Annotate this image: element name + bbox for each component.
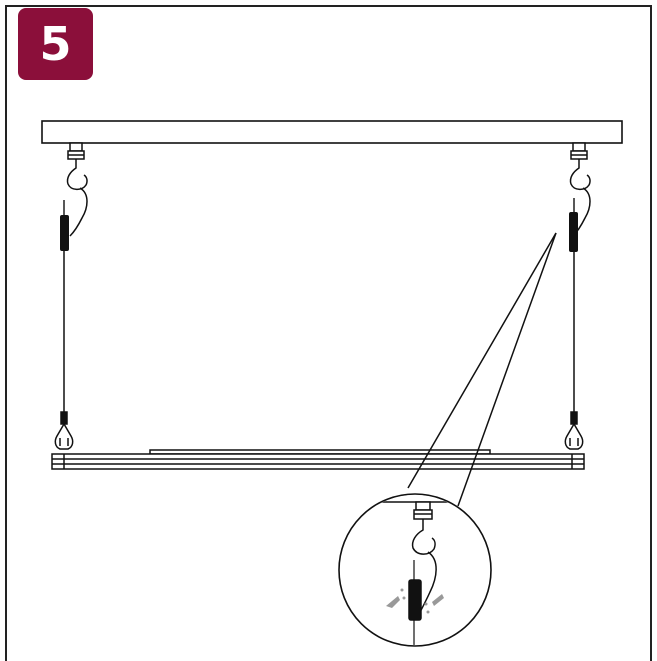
ceiling-beam-icon	[41, 120, 623, 144]
left-cable-clamp-icon	[60, 200, 69, 251]
screen-housing-icon	[51, 449, 585, 470]
squeeze-arrows-icon	[386, 588, 444, 614]
right-carabiner-icon	[564, 411, 584, 450]
page-frame	[5, 5, 652, 661]
left-ceiling-hook-icon	[66, 142, 88, 237]
right-cable-clamp-icon	[569, 198, 578, 252]
detail-callout-lines	[407, 232, 557, 507]
step-number-badge: 5	[18, 8, 93, 80]
left-carabiner-icon	[54, 411, 74, 450]
detail-magnifier-icon	[338, 493, 492, 647]
